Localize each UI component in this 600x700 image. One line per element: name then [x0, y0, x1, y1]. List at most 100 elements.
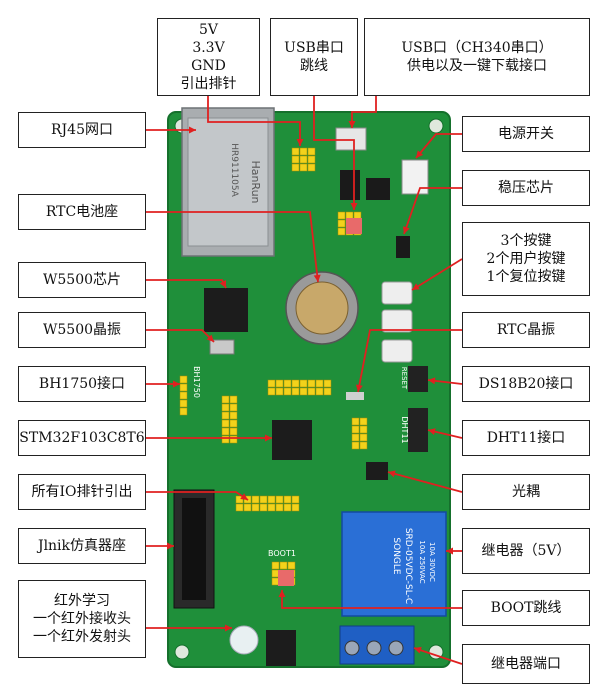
callout-line: W5500芯片: [42, 272, 122, 288]
callout-rj45: RJ45网口: [18, 112, 146, 148]
io-header-right-pin: [351, 417, 360, 426]
ir-emitter-led: [229, 625, 259, 655]
leader-line-optocoupler: [387, 471, 463, 493]
callout-line: 供电以及一键下载接口: [407, 58, 547, 74]
leader-arrow-buttons: [412, 283, 420, 290]
jlink-header-slot: [182, 498, 206, 600]
io-header-row1: [267, 379, 332, 396]
leader-line-buttons: [411, 258, 463, 291]
leader-line-w5500-chip: [146, 279, 227, 289]
regulator-chip: [396, 236, 410, 258]
mount-hole: [174, 644, 190, 660]
callout-regulator: 稳压芯片: [462, 170, 590, 206]
dht11-silk: DHT11: [400, 416, 409, 443]
push-button: [381, 309, 413, 333]
io-header-right-pin: [351, 425, 360, 434]
callout-line: DHT11接口: [486, 430, 566, 446]
callout-line: 1个复位按键: [486, 269, 566, 285]
leader-arrow-rtc-crystal: [355, 384, 363, 392]
io-header-row2-pin: [235, 495, 244, 504]
io-header-row1-pin: [283, 379, 292, 388]
leader-line-power-switch: [415, 133, 462, 159]
power-header-pin: [299, 163, 308, 172]
io-header-row1-pin: [307, 387, 316, 396]
terminal-screw: [388, 640, 404, 656]
bh1750-header-pin: [179, 383, 188, 392]
io-header-row1-pin: [315, 387, 324, 396]
usb-jumper-header-pin: [337, 211, 346, 220]
callout-line: 继电器端口: [491, 656, 561, 672]
io-header-row2-pin: [267, 503, 276, 512]
leader-arrow-regulator: [402, 226, 410, 234]
io-header-row1-pin: [291, 379, 300, 388]
rj45-jack-face: [187, 117, 269, 247]
io-header-row1-pin: [299, 387, 308, 396]
callout-infrared: 红外学习一个红外接收头一个红外发射头: [18, 580, 146, 658]
callout-dht11: DHT11接口: [462, 420, 590, 456]
leader-arrow-stm32: [265, 434, 272, 442]
leader-arrow-boot-jumper: [278, 590, 286, 597]
callout-stm32: STM32F103C8T6: [18, 420, 146, 456]
terminal-screw: [366, 640, 382, 656]
leader-arrow-bh1750: [173, 380, 180, 388]
callout-usb-serial-jumper: USB串口跳线: [270, 18, 358, 96]
io-header-row2-pin: [283, 495, 292, 504]
io-header-row2-pin: [259, 503, 268, 512]
callout-relay: 继电器（5V）: [462, 528, 590, 574]
rj45-brand: HanRun: [249, 160, 262, 203]
boot-silk: BOOT1: [268, 549, 296, 558]
power-header-pin: [307, 163, 316, 172]
leader-arrow-rtc-battery: [313, 274, 321, 282]
callout-line: 引出排针: [180, 76, 237, 92]
callout-relay-terminal: 继电器端口: [462, 644, 590, 684]
callout-power-switch: 电源开关: [462, 116, 590, 152]
callout-rtc-battery: RTC电池座: [18, 194, 146, 230]
usb-connector: [335, 127, 367, 151]
callout-line: 3.3V: [192, 40, 225, 56]
boot-header-pin: [287, 561, 296, 570]
io-header-left-pin: [221, 419, 230, 428]
io-header-left-pin: [229, 427, 238, 436]
callout-line: 电源开关: [498, 126, 554, 142]
regulator-ic: [340, 170, 360, 200]
leader-arrow-io-headers: [240, 493, 248, 500]
leader-line-usb-port: [351, 96, 377, 128]
callout-line: 红外学习: [54, 593, 110, 609]
reset-silk: RESET: [400, 367, 408, 390]
leader-arrow-usb-serial-jumper: [350, 203, 358, 210]
io-header-row1-pin: [267, 387, 276, 396]
leader-arrow-w5500-chip: [219, 280, 226, 288]
leader-line-rtc-crystal: [357, 329, 462, 393]
io-header-row2-pin: [291, 503, 300, 512]
io-header-row1-pin: [267, 379, 276, 388]
leader-arrow-relay-terminal: [414, 646, 422, 654]
callout-jlink: Jlnik仿真器座: [18, 528, 146, 564]
callout-line: RTC晶振: [496, 322, 556, 338]
io-header-row1-pin: [299, 379, 308, 388]
power-header-pin: [291, 163, 300, 172]
io-header-right: [351, 417, 368, 450]
callout-line: Jlnik仿真器座: [37, 538, 127, 554]
io-header-row2-pin: [251, 503, 260, 512]
w5500-chip-body: [204, 288, 248, 332]
io-header-row1-pin: [283, 387, 292, 396]
io-header-row2-pin: [243, 503, 252, 512]
power-header-pin: [291, 147, 300, 156]
dht11-connector: [408, 408, 428, 452]
w5500-crystal-can: [209, 339, 235, 355]
ds18b20-connector: [408, 366, 428, 392]
relay-rating-1: 10A 250VAC: [418, 540, 426, 583]
relay-model: SRD-05VDC-SL-C: [403, 528, 413, 604]
leader-line-regulator: [403, 187, 462, 235]
relay-brand: SONGLE: [391, 537, 401, 575]
io-header-left-pin: [229, 411, 238, 420]
leader-arrow-usb-port: [348, 121, 356, 128]
mount-hole: [428, 644, 444, 660]
leader-line-boot-jumper: [281, 590, 462, 609]
io-header-left-pin: [229, 419, 238, 428]
io-header-right-pin: [351, 433, 360, 442]
usb-jumper-header-pin: [337, 219, 346, 228]
rj45-silk: HR911105A: [229, 143, 239, 197]
rtc-coin-cell: [295, 281, 349, 335]
